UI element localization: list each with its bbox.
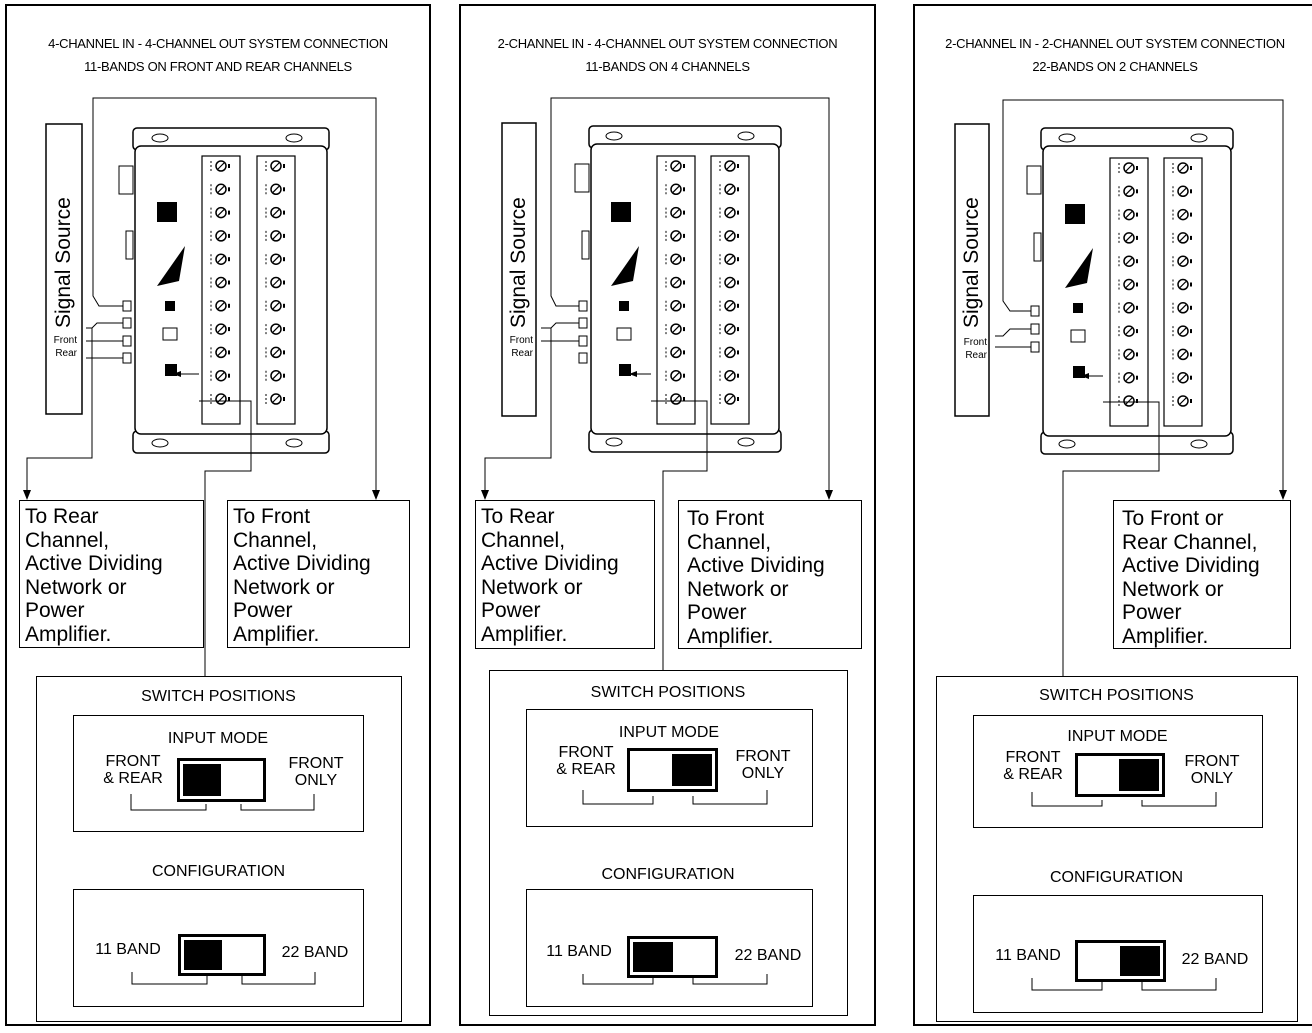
front-input-label: Front xyxy=(963,337,987,348)
configuration-switch xyxy=(1075,940,1166,982)
rear-input-label: Rear xyxy=(965,350,987,361)
input-mode-switch xyxy=(177,758,266,802)
input-mode-box: INPUT MODE FRONT & REAR FRONT ONLY xyxy=(973,715,1263,828)
rear-input-label: Rear xyxy=(511,348,533,359)
configuration-heading: CONFIGURATION xyxy=(601,866,735,883)
output-box-front: To Front Channel, Active Dividing Networ… xyxy=(678,500,862,649)
input-mode-box: INPUT MODE FRONT & REAR FRONT ONLY xyxy=(73,715,364,832)
amplifier-wiring-diagram xyxy=(954,99,1287,676)
switch-positions-box: SWITCH POSITIONS INPUT MODE FRONT & REAR… xyxy=(36,676,402,1022)
configuration-switch xyxy=(627,936,718,978)
input-mode-switch xyxy=(627,748,718,792)
signal-source-label: Signal Source xyxy=(960,197,983,328)
configuration-left-label: 11 BAND xyxy=(995,947,1061,964)
diagram-panel-3: 2-CHANNEL IN - 2-CHANNEL OUT SYSTEM CONN… xyxy=(913,4,1312,1026)
configuration-box: 11 BAND 22 BAND xyxy=(973,895,1263,1013)
panel-subtitle: 11-BANDS ON 4 CHANNELS xyxy=(585,59,750,74)
rear-input-label: Rear xyxy=(55,348,77,359)
amplifier-wiring-diagram xyxy=(481,97,833,670)
panel-title: 2-CHANNEL IN - 2-CHANNEL OUT SYSTEM CONN… xyxy=(945,36,1285,51)
input-mode-left-label: FRONT & REAR xyxy=(103,753,163,787)
configuration-heading: CONFIGURATION xyxy=(1049,869,1184,886)
input-mode-right-label: FRONT ONLY xyxy=(1184,753,1240,787)
configuration-right-label: 22 BAND xyxy=(734,947,802,964)
switch-positions-heading: SWITCH POSITIONS xyxy=(141,688,296,705)
switch-positions-box: SWITCH POSITIONS INPUT MODE FRONT & REAR… xyxy=(489,670,848,1016)
configuration-left-label: 11 BAND xyxy=(546,943,612,960)
input-mode-heading: INPUT MODE xyxy=(167,730,269,747)
configuration-switch xyxy=(178,934,266,976)
input-mode-box: INPUT MODE FRONT & REAR FRONT ONLY xyxy=(526,709,813,827)
signal-source-label: Signal Source xyxy=(52,197,75,328)
output-box-front: To Front Channel, Active Dividing Networ… xyxy=(227,500,410,648)
output-box-rear: To Rear Channel, Active Dividing Network… xyxy=(19,500,204,648)
switch-positions-heading: SWITCH POSITIONS xyxy=(590,684,746,701)
switch-positions-box: SWITCH POSITIONS INPUT MODE FRONT & REAR… xyxy=(936,676,1298,1022)
panel-title: 2-CHANNEL IN - 4-CHANNEL OUT SYSTEM CONN… xyxy=(497,36,838,51)
equalizer-unit-icon xyxy=(574,125,782,453)
diagram-panel-1: 4-CHANNEL IN - 4-CHANNEL OUT SYSTEM CONN… xyxy=(5,4,431,1026)
front-input-label: Front xyxy=(53,335,77,346)
configuration-right-label: 22 BAND xyxy=(281,944,349,961)
input-mode-left-label: FRONT & REAR xyxy=(556,744,616,778)
configuration-box: 11 BAND 22 BAND xyxy=(526,889,813,1007)
input-mode-switch xyxy=(1075,753,1165,797)
panel-subtitle: 11-BANDS ON FRONT AND REAR CHANNELS xyxy=(84,59,352,74)
output-box-front-or-rear: To Front or Rear Channel, Active Dividin… xyxy=(1113,500,1291,649)
configuration-box: 11 BAND 22 BAND xyxy=(73,889,364,1007)
signal-source-label: Signal Source xyxy=(507,197,530,328)
diagram-panel-2: 2-CHANNEL IN - 4-CHANNEL OUT SYSTEM CONN… xyxy=(459,4,876,1026)
configuration-left-label: 11 BAND xyxy=(95,941,161,958)
switch-positions-heading: SWITCH POSITIONS xyxy=(1039,687,1194,704)
equalizer-unit-icon xyxy=(1026,127,1234,455)
configuration-heading: CONFIGURATION xyxy=(151,863,286,880)
input-mode-heading: INPUT MODE xyxy=(1067,728,1168,745)
amplifier-wiring-diagram xyxy=(23,97,380,676)
input-mode-right-label: FRONT ONLY xyxy=(288,755,344,789)
output-box-rear: To Rear Channel, Active Dividing Network… xyxy=(475,500,655,649)
input-mode-heading: INPUT MODE xyxy=(618,724,720,741)
configuration-right-label: 22 BAND xyxy=(1181,951,1249,968)
equalizer-unit-icon xyxy=(118,127,330,454)
panel-title: 4-CHANNEL IN - 4-CHANNEL OUT SYSTEM CONN… xyxy=(48,36,388,51)
front-input-label: Front xyxy=(509,335,533,346)
input-mode-right-label: FRONT ONLY xyxy=(735,748,791,782)
panel-subtitle: 22-BANDS ON 2 CHANNELS xyxy=(1032,59,1198,74)
input-mode-left-label: FRONT & REAR xyxy=(1003,749,1063,783)
